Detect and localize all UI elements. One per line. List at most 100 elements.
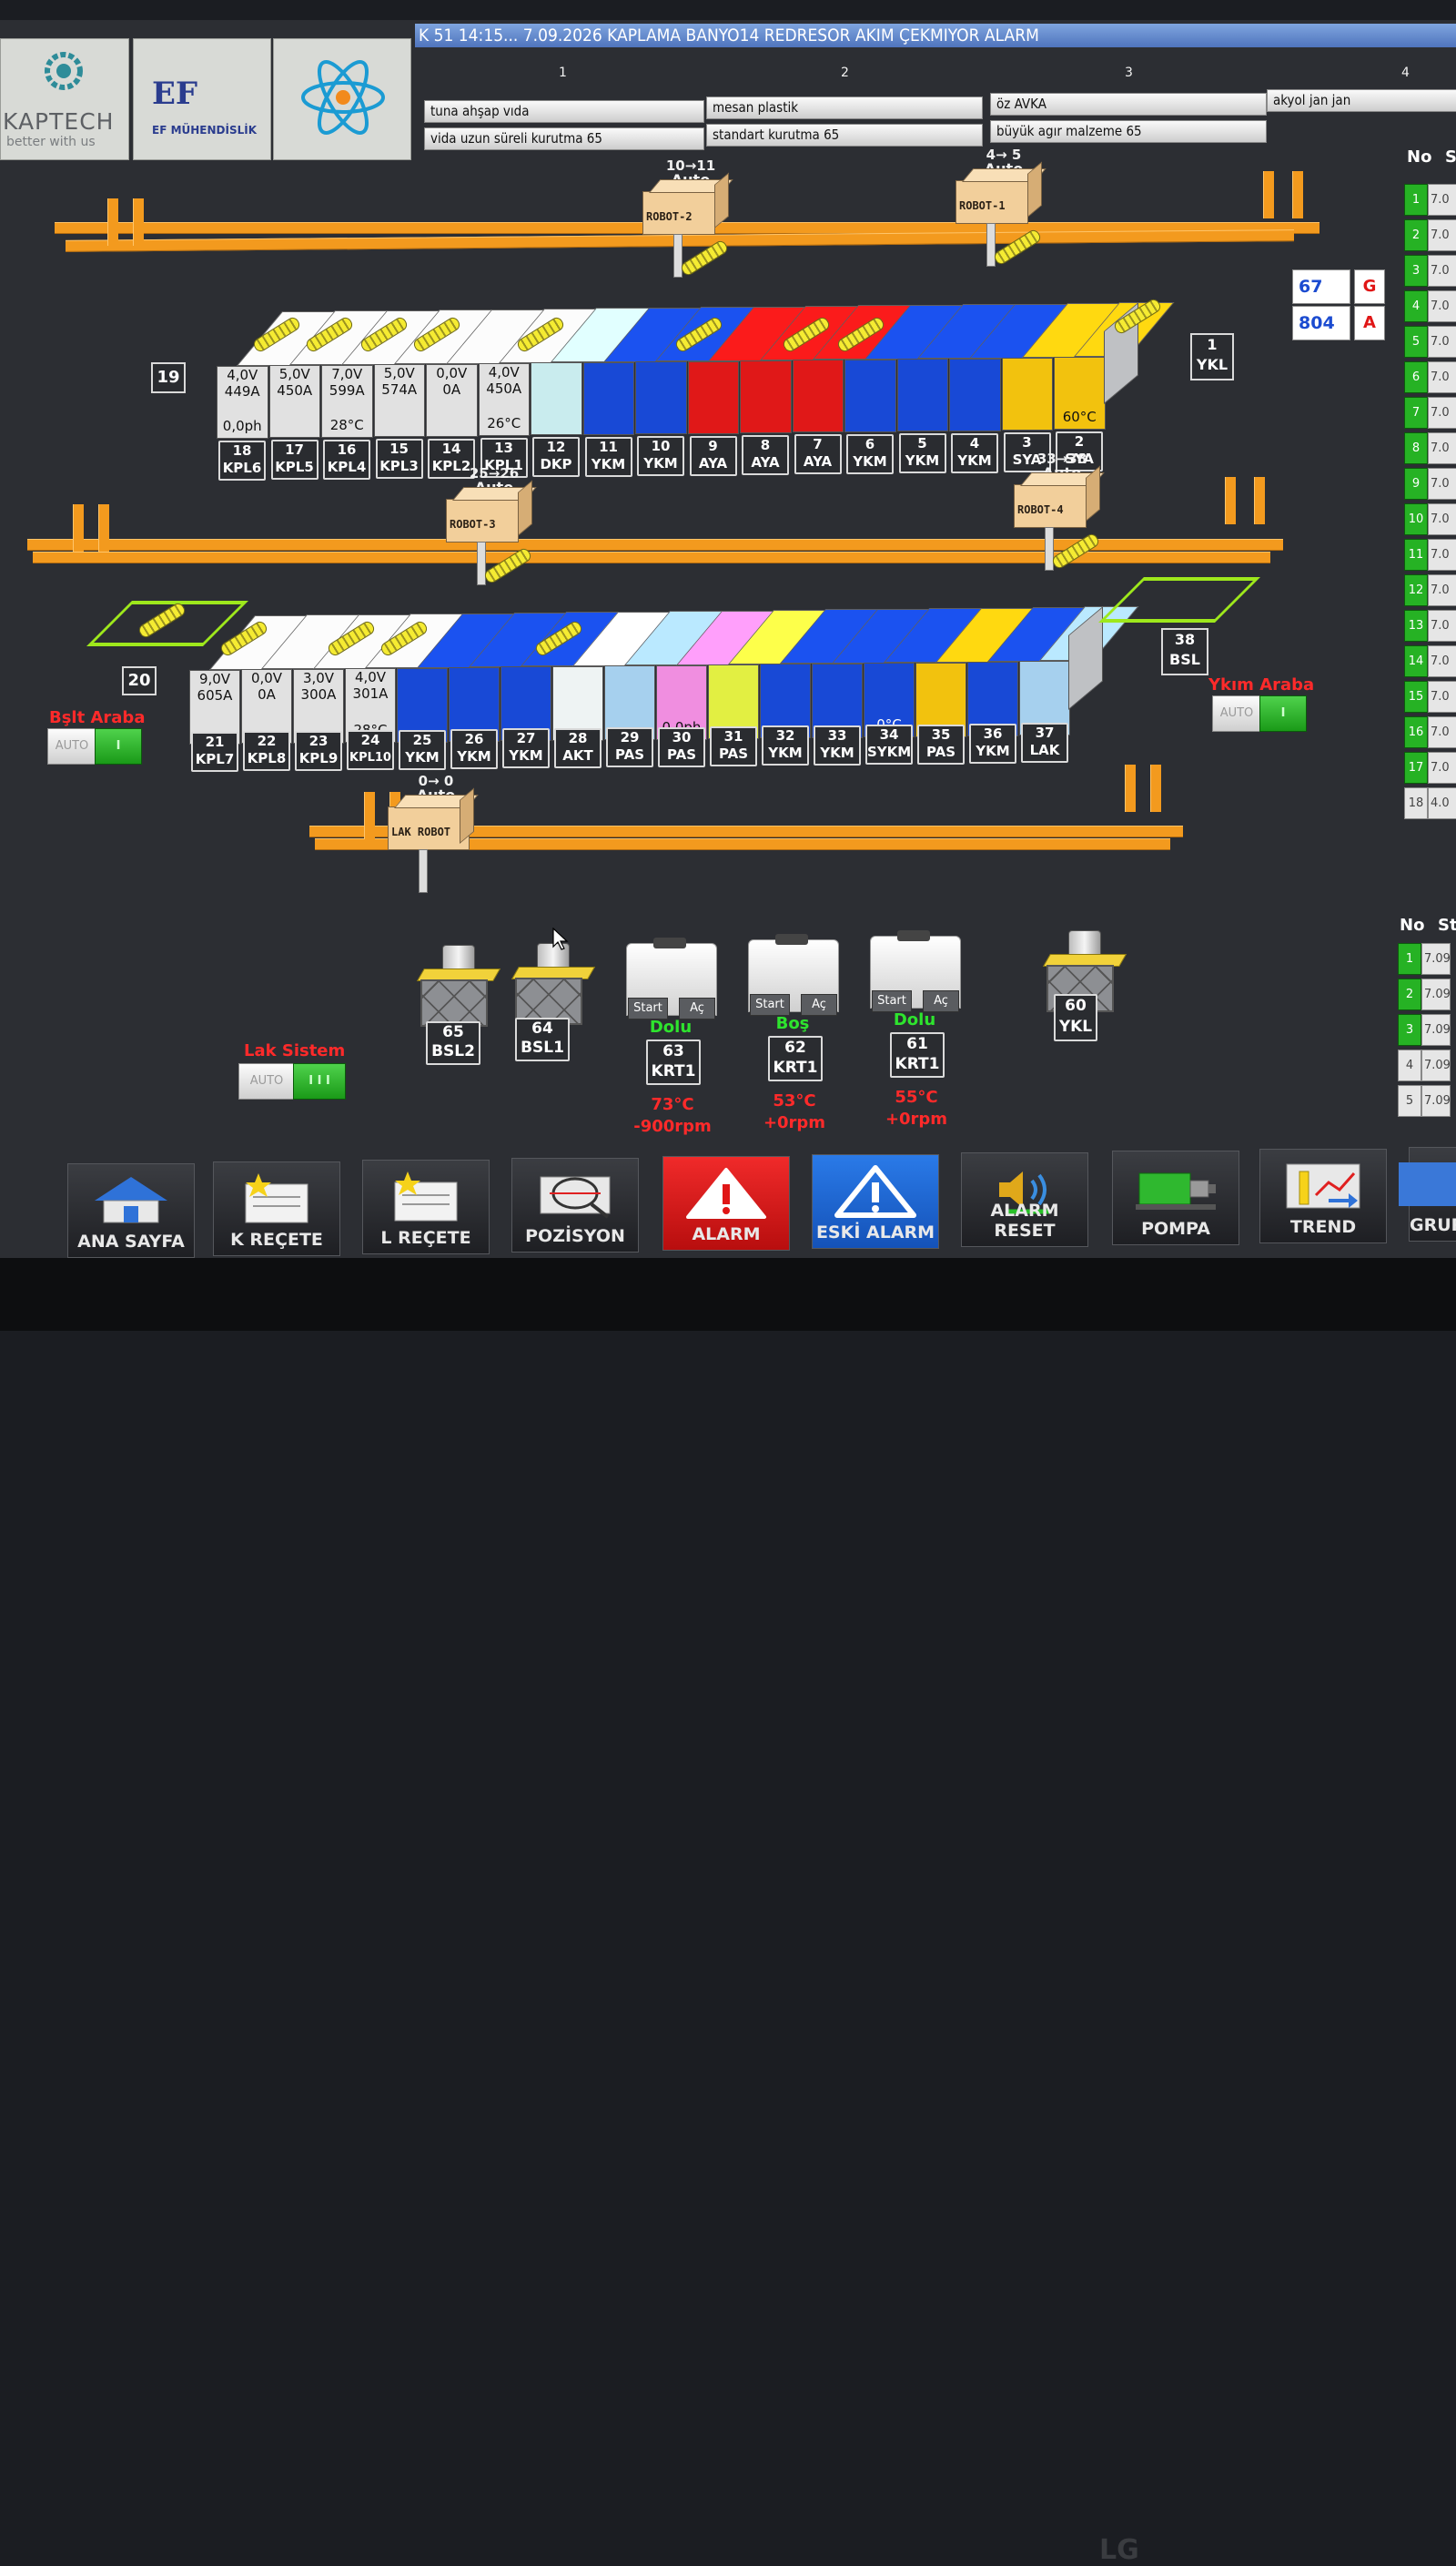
- tank-9[interactable]: [687, 360, 739, 434]
- recipe-field[interactable]: büyük agır malzeme 65: [990, 120, 1267, 143]
- recipe-field[interactable]: öz AVKA: [990, 93, 1267, 116]
- tank-1-label[interactable]: 1 YKL: [1190, 333, 1234, 380]
- stand-64[interactable]: [510, 943, 596, 1025]
- nav-pompa[interactable]: POMPA: [1112, 1151, 1239, 1245]
- robot-3[interactable]: ROBOT-3: [446, 480, 537, 585]
- dryer-open-button[interactable]: Aç: [679, 998, 715, 1019]
- nav-k-reçete[interactable]: K REÇETE: [213, 1161, 340, 1256]
- tank-11[interactable]: [582, 361, 634, 435]
- nav-eski̇-alarm[interactable]: ESKİ ALARM: [812, 1154, 939, 1249]
- tank-10[interactable]: [635, 361, 687, 435]
- nav-pozi̇syon[interactable]: POZİSYON: [511, 1158, 639, 1253]
- recipe-field[interactable]: tuna ahşap vıda: [424, 100, 704, 123]
- auto-button[interactable]: AUTO: [47, 728, 96, 765]
- robot-5[interactable]: LAK ROBOT: [388, 787, 479, 893]
- tank-6[interactable]: [844, 359, 896, 432]
- nav-alarm-reset[interactable]: ALARM RESET: [961, 1152, 1088, 1247]
- dryer-open-button[interactable]: Aç: [801, 994, 837, 1016]
- auto-button[interactable]: AUTO: [238, 1063, 295, 1100]
- tank-19-label[interactable]: 19: [151, 362, 186, 393]
- recipe-field[interactable]: akyol jan jan: [1267, 89, 1456, 112]
- robot-1[interactable]: ROBOT-2: [642, 172, 733, 278]
- nav-trend[interactable]: TREND: [1259, 1149, 1387, 1243]
- tank-2[interactable]: 60°C: [1054, 357, 1106, 431]
- unloading-cart-toggle[interactable]: AUTO I: [1212, 695, 1307, 732]
- manual-button[interactable]: I: [95, 728, 142, 765]
- tank-20-label[interactable]: 20: [122, 666, 157, 695]
- stand-65-label[interactable]: 65 BSL2: [426, 1021, 480, 1065]
- unloading-cart[interactable]: [1098, 577, 1260, 623]
- nav-alarm[interactable]: ALARM: [662, 1156, 790, 1251]
- recipe-field[interactable]: standart kurutma 65: [706, 124, 983, 147]
- stand-64-label[interactable]: 64 BSL1: [515, 1018, 570, 1061]
- nav-l-reçete[interactable]: L REÇETE: [362, 1160, 490, 1254]
- manual-button[interactable]: I I I: [293, 1063, 346, 1100]
- tank-12[interactable]: [531, 362, 582, 436]
- recipe-field[interactable]: vida uzun süreli kurutma 65: [424, 127, 704, 150]
- tank-5[interactable]: [896, 359, 948, 432]
- nav-ana-sayfa[interactable]: ANA SAYFA: [67, 1163, 195, 1258]
- tank-3[interactable]: [1001, 358, 1053, 431]
- robot-2[interactable]: ROBOT-1: [956, 161, 1046, 267]
- dryer-open-button[interactable]: Aç: [923, 990, 959, 1012]
- tank-4[interactable]: [949, 358, 1001, 431]
- stand-60-label[interactable]: 60 YKL: [1054, 994, 1097, 1041]
